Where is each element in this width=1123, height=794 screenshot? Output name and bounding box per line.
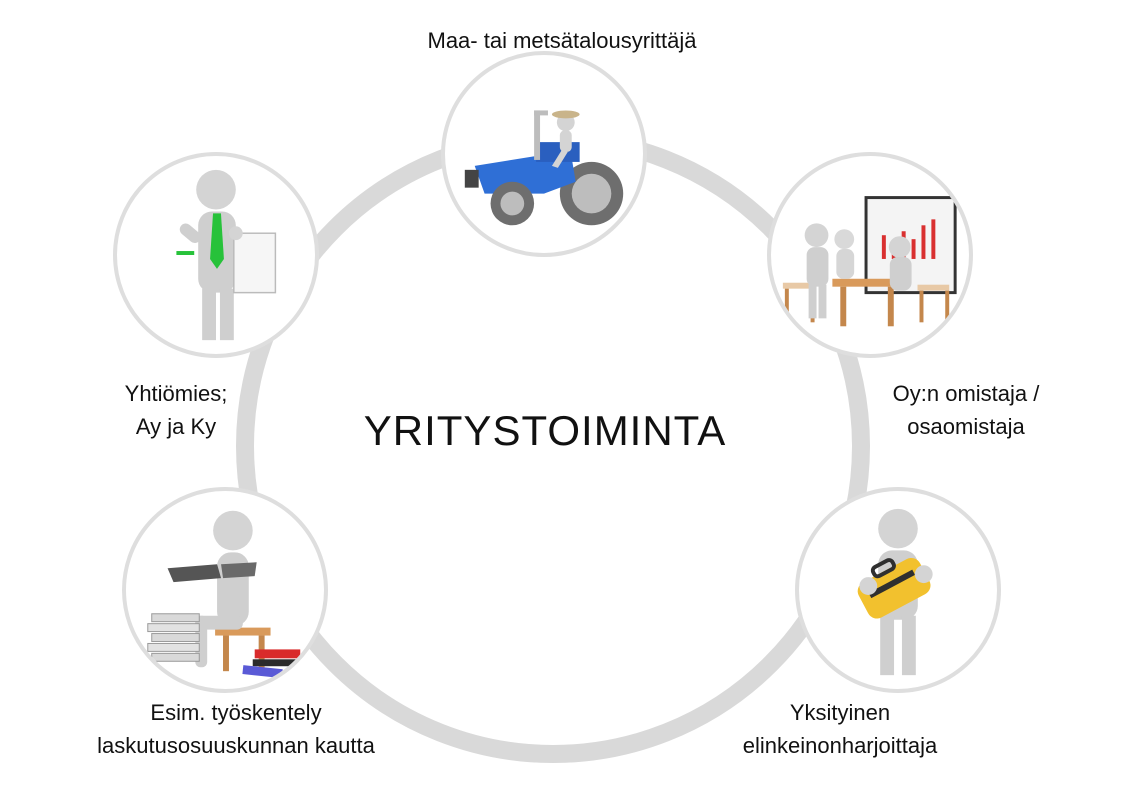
node-circle-partner <box>113 152 319 358</box>
toolbox-icon <box>857 508 933 676</box>
businessman-icon <box>176 169 277 341</box>
reading-icon <box>147 510 303 679</box>
node-circle-coop <box>122 487 328 693</box>
node-circle-farmer <box>441 51 647 257</box>
node-circle-sole <box>795 487 1001 693</box>
label-coop: Esim. työskentely laskutusosuuskunnan ka… <box>97 700 375 758</box>
label-partner: Yhtiömies; Ay ja Ky <box>124 381 228 439</box>
meeting-icon <box>782 196 957 327</box>
center-title: YRITYSTOIMINTA <box>363 407 727 454</box>
node-circle-owner <box>767 152 973 358</box>
label-owner: Oy:n omistaja / osaomistaja <box>892 381 1040 439</box>
label-sole: Yksityinen elinkeinonharjoittaja <box>742 700 938 758</box>
label-farmer: Maa- tai metsätalousyrittäjä <box>427 28 697 53</box>
tractor-icon <box>464 110 624 226</box>
